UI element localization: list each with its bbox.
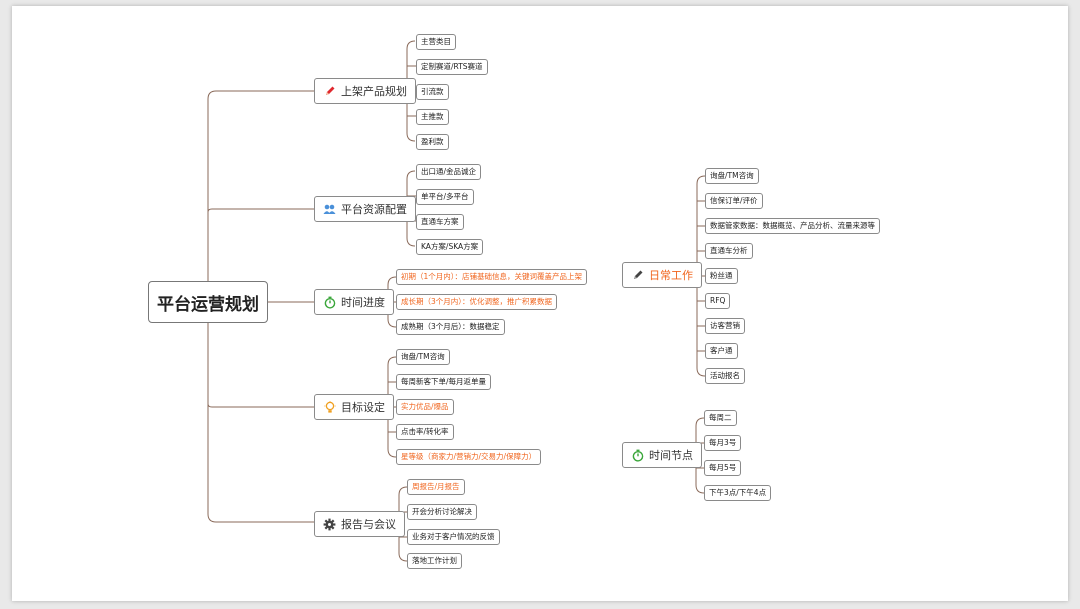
leaf-b2-4[interactable]: KA方案/SKA方案 <box>416 239 484 255</box>
branch-timeline[interactable]: 时间进度 <box>314 289 394 315</box>
people-icon <box>323 203 336 216</box>
leaf-b6-8[interactable]: 客户通 <box>705 343 738 359</box>
leaf-b2-3[interactable]: 直通车方案 <box>416 214 464 230</box>
branch-goal-setting[interactable]: 目标设定 <box>314 394 394 420</box>
leaf-b3-2[interactable]: 成长期（3个月内）：优化调整，推广积累数据 <box>396 294 558 310</box>
leaf-b6-7[interactable]: 访客营销 <box>705 318 745 334</box>
leaf-b1-3[interactable]: 引流款 <box>416 84 449 100</box>
leaf-b4-5[interactable]: 星等级（商家力/营销力/交易力/保障力） <box>396 449 542 465</box>
leaf-b2-1[interactable]: 出口通/金品诚企 <box>416 164 482 180</box>
branch-label: 目标设定 <box>341 401 385 414</box>
leaf-b2-2[interactable]: 单平台/多平台 <box>416 189 474 205</box>
branch-product-planning[interactable]: 上架产品规划 <box>314 78 416 104</box>
branch-daily-work[interactable]: 日常工作 <box>622 262 702 288</box>
lightbulb-icon <box>323 400 336 414</box>
leaf-b4-2[interactable]: 每周新客下单/每月返单量 <box>396 374 492 390</box>
connector-b2 <box>207 208 314 213</box>
leaf-b6-5[interactable]: 粉丝通 <box>705 268 738 284</box>
leaf-b7-3[interactable]: 每月5号 <box>704 460 742 476</box>
leaf-b5-1[interactable]: 周报告/月报告 <box>407 479 465 495</box>
branch-label: 日常工作 <box>649 269 693 282</box>
leaf-b7-2[interactable]: 每月3号 <box>704 435 742 451</box>
leaf-b6-6[interactable]: RFQ <box>705 293 731 309</box>
leaf-b3-1[interactable]: 初期（1个月内）：店铺基础信息，关键词覆盖产品上架 <box>396 269 588 285</box>
connector-b4 <box>207 403 314 408</box>
leaf-b6-4[interactable]: 直通车分析 <box>705 243 753 259</box>
leaf-b7-1[interactable]: 每周二 <box>704 410 737 426</box>
leaf-b6-3[interactable]: 数据管家数据：数据概览、产品分析、流量来源等 <box>705 218 880 234</box>
leaf-b1-4[interactable]: 主推款 <box>416 109 449 125</box>
timer-icon <box>631 449 644 462</box>
leaf-b4-4[interactable]: 点击率/转化率 <box>396 424 454 440</box>
branch-time-nodes[interactable]: 时间节点 <box>622 442 702 468</box>
branch-label: 上架产品规划 <box>341 85 407 98</box>
gear-icon <box>323 518 336 531</box>
leaf-b5-2[interactable]: 开会分析讨论解决 <box>407 504 477 520</box>
branch-label: 时间进度 <box>341 296 385 309</box>
leaf-b1-5[interactable]: 盈利款 <box>416 134 449 150</box>
leaf-b1-1[interactable]: 主营类目 <box>416 34 456 50</box>
branch-label: 时间节点 <box>649 449 693 462</box>
leaf-b5-4[interactable]: 落地工作计划 <box>407 553 462 569</box>
leaf-b4-3[interactable]: 实力优品/爆品 <box>396 399 454 415</box>
pencil-icon <box>631 269 644 282</box>
branch-reports-meetings[interactable]: 报告与会议 <box>314 511 405 537</box>
leaf-b6-1[interactable]: 询盘/TM咨询 <box>705 168 759 184</box>
leaf-b1-2[interactable]: 定制赛道/RTS赛道 <box>416 59 488 75</box>
root-node[interactable]: 平台运营规划 <box>148 281 268 323</box>
branch-label: 平台资源配置 <box>341 203 407 216</box>
leaf-b7-4[interactable]: 下午3点/下午4点 <box>704 485 772 501</box>
timer-icon <box>323 296 336 309</box>
pencil-icon <box>323 85 336 98</box>
branch-resource-config[interactable]: 平台资源配置 <box>314 196 416 222</box>
leaf-b6-2[interactable]: 信保订单/评价 <box>705 193 763 209</box>
leaf-b4-1[interactable]: 询盘/TM咨询 <box>396 349 450 365</box>
leaf-b5-3[interactable]: 业务对于客户情况的反馈 <box>407 529 500 545</box>
branch-label: 报告与会议 <box>341 518 396 531</box>
leaf-b6-9[interactable]: 活动报名 <box>705 368 745 384</box>
leaf-b3-3[interactable]: 成熟期（3个月后）：数据稳定 <box>396 319 505 335</box>
